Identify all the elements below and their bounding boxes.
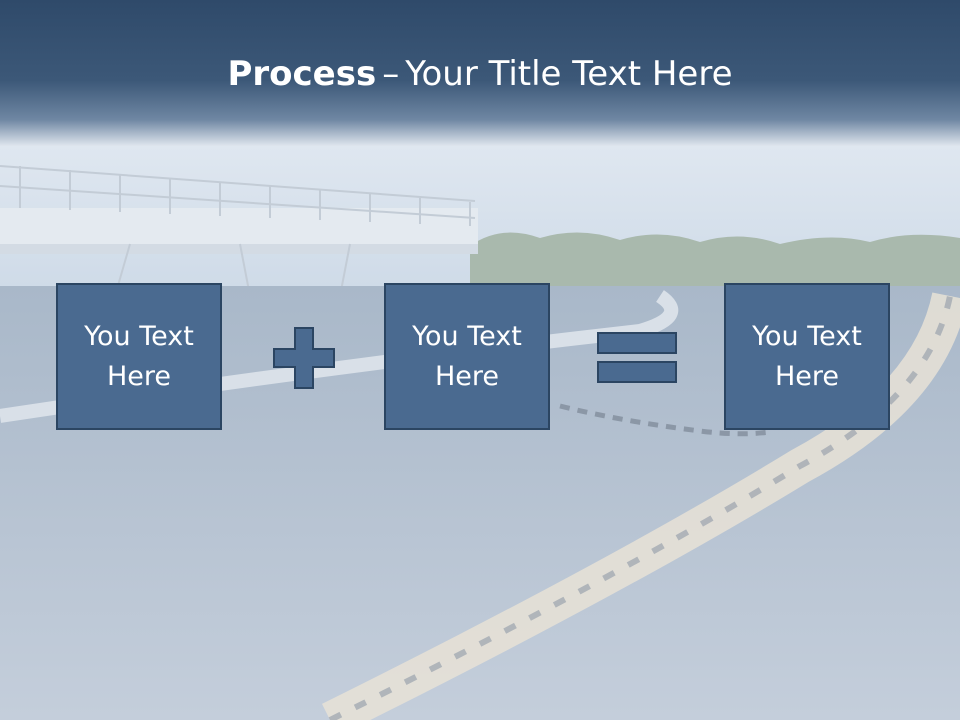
title-dash: – [382, 54, 400, 94]
background-photo [0, 146, 960, 720]
text-box-2[interactable]: You Text Here [384, 283, 550, 430]
text-box-1-label: You Text Here [84, 320, 194, 392]
equals-icon [597, 332, 677, 389]
title-rest: Your Title Text Here [405, 54, 733, 94]
plus-icon [272, 326, 336, 395]
title-bold: Process [227, 54, 377, 94]
text-box-3[interactable]: You Text Here [724, 283, 890, 430]
text-box-3-label: You Text Here [752, 320, 862, 392]
text-box-2-label: You Text Here [412, 320, 522, 392]
title-bar: Process–Your Title Text Here [0, 0, 960, 146]
text-box-1[interactable]: You Text Here [56, 283, 222, 430]
slide-title: Process–Your Title Text Here [0, 50, 960, 98]
